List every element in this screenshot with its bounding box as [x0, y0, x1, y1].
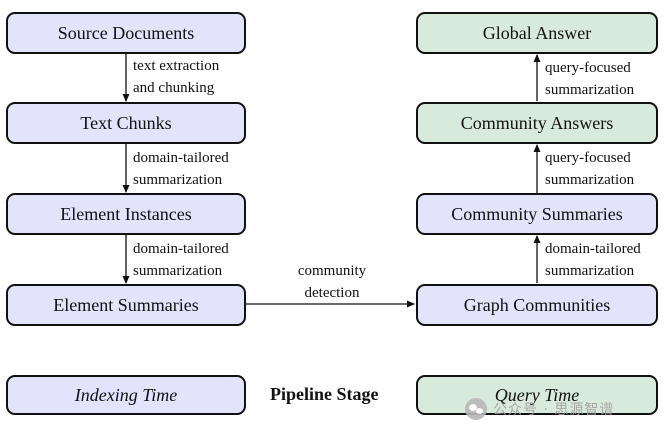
- legend-query-time: Query Time: [416, 375, 658, 415]
- watermark: 公众号 · 思源智谱: [465, 396, 665, 422]
- node-graph-communities: Graph Communities: [416, 284, 658, 326]
- node-graph-communities-label: Graph Communities: [463, 295, 611, 315]
- node-community-summaries-label: Community Summaries: [451, 204, 623, 224]
- edge-label-query-focused-2: query-focused summarization: [545, 60, 635, 98]
- node-source-documents-label: Source Documents: [57, 23, 195, 43]
- wechat-icon: [465, 398, 487, 420]
- legend-indexing-time: Indexing Time: [6, 375, 246, 415]
- node-element-instances: Element Instances: [6, 193, 246, 235]
- legend-indexing-time-label: Indexing Time: [74, 385, 178, 405]
- legend-query-time-label: Query Time: [494, 385, 580, 405]
- node-community-answers: Community Answers: [416, 102, 658, 144]
- node-text-chunks: Text Chunks: [6, 102, 246, 144]
- edge-label-domain-tailored-right: domain-tailored summarization: [545, 241, 641, 279]
- node-element-instances-label: Element Instances: [60, 204, 192, 224]
- watermark-text: 公众号 · 思源智谱: [493, 402, 615, 418]
- node-element-summaries: Element Summaries: [6, 284, 246, 326]
- node-community-summaries: Community Summaries: [416, 193, 658, 235]
- node-element-summaries-label: Element Summaries: [53, 295, 199, 315]
- edge-label-domain-tailored-2: domain-tailored summarization: [133, 241, 229, 279]
- edge-label-domain-tailored-1: domain-tailored summarization: [133, 150, 229, 188]
- edge-label-query-focused-1: query-focused summarization: [545, 150, 635, 188]
- node-text-chunks-label: Text Chunks: [80, 113, 172, 133]
- node-global-answer-label: Global Answer: [482, 23, 592, 43]
- edge-label-community-detection: community detection: [297, 263, 367, 301]
- edge-label-extraction: text extraction and chunking: [133, 58, 220, 96]
- legend-pipeline-stage: Pipeline Stage: [270, 384, 379, 404]
- node-global-answer: Global Answer: [416, 12, 658, 54]
- node-source-documents: Source Documents: [6, 12, 246, 54]
- node-community-answers-label: Community Answers: [460, 113, 614, 133]
